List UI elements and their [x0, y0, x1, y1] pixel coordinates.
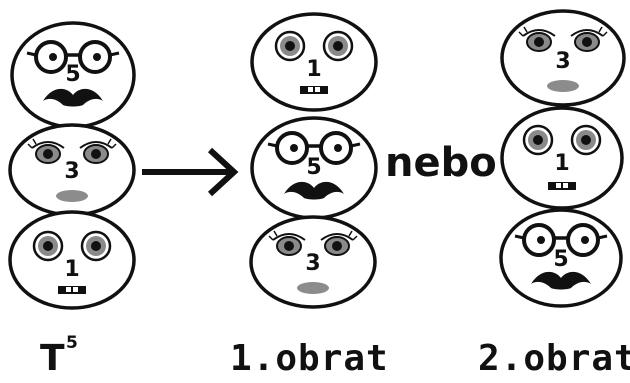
glasses-icon	[267, 131, 361, 165]
face-number: 1	[306, 57, 321, 82]
glasses-icon	[26, 40, 120, 74]
lashes-eyes-icon	[27, 138, 117, 164]
face-lashes-lips: 3	[500, 9, 626, 107]
connector-word-nebo: nebo	[385, 140, 497, 186]
face-big-eyes-teeth: 1	[500, 106, 624, 210]
face-glasses-mustache: 5	[250, 116, 378, 220]
face-number: 1	[64, 257, 79, 282]
right-arrow-icon	[142, 147, 239, 197]
big-eyes-icon	[274, 30, 354, 62]
big-eyes-icon	[522, 124, 602, 156]
face-number: 5	[553, 247, 568, 272]
face-number: 5	[65, 62, 80, 87]
mustache-icon	[531, 271, 591, 290]
face-glasses-mustache: 5	[10, 21, 136, 129]
face-glasses-mustache: 5	[499, 208, 623, 308]
face-number: 3	[305, 251, 320, 276]
face-number: 3	[64, 159, 79, 184]
big-eyes-icon	[32, 230, 112, 262]
face-lashes-lips: 3	[8, 123, 136, 217]
mustache-icon	[43, 88, 103, 107]
face-number: 1	[554, 151, 569, 176]
label-2-obrat: 2.obrat	[478, 338, 630, 379]
lips-icon	[56, 190, 88, 202]
glasses-icon	[514, 223, 608, 257]
teeth-mouth-icon	[548, 182, 576, 190]
face-big-eyes-teeth: 1	[250, 12, 378, 112]
lips-icon	[547, 80, 579, 92]
lashes-eyes-icon	[268, 230, 358, 256]
face-number: 5	[306, 155, 321, 180]
label-t5: T	[40, 338, 66, 379]
teeth-mouth-icon	[58, 286, 86, 294]
face-lashes-lips: 3	[249, 215, 377, 309]
label-1-obrat: 1.obrat	[230, 338, 389, 379]
lips-icon	[297, 282, 329, 294]
teeth-mouth-icon	[300, 86, 328, 94]
label-t-superscript: 5	[66, 333, 78, 353]
mustache-icon	[284, 181, 344, 200]
face-number: 3	[555, 49, 570, 74]
label-t: T	[40, 338, 66, 379]
lashes-eyes-icon	[518, 26, 608, 52]
face-big-eyes-teeth: 1	[8, 210, 136, 310]
